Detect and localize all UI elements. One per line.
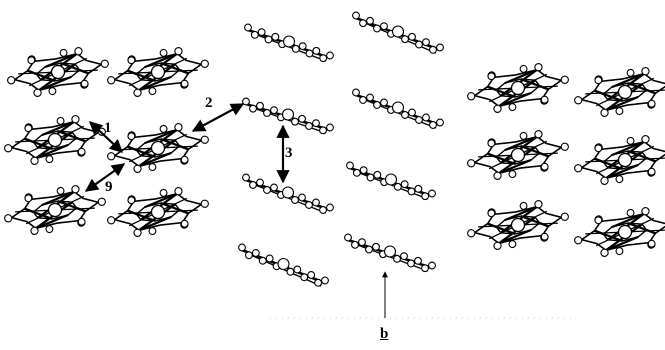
molecule-face-on <box>467 63 569 113</box>
molecule-face-on <box>107 47 209 97</box>
molecule-edge-on <box>352 11 444 54</box>
contact-arrow-1 <box>89 121 123 153</box>
molecule-face-on <box>467 200 569 250</box>
molecule-face-on <box>4 185 106 235</box>
molecule-edge-on <box>238 243 329 287</box>
molecule-edge-on <box>346 161 436 201</box>
molecule-edge-on <box>242 173 334 214</box>
molecule-edge-on <box>352 88 444 129</box>
molecule-face-on <box>574 67 665 117</box>
molecule-face-on <box>467 130 569 180</box>
contact-label-2: 2 <box>205 95 213 111</box>
molecule-edge-on <box>244 23 334 63</box>
molecule-face-on <box>7 47 109 97</box>
contact-label-1: 1 <box>104 120 112 136</box>
molecule-face-on <box>574 207 665 257</box>
molecule-edge-on <box>242 97 334 135</box>
axis-label-b: b <box>380 326 389 342</box>
molecule-face-on <box>574 135 665 185</box>
contact-label-3: 3 <box>285 145 293 161</box>
molecule-face-on <box>107 187 209 237</box>
contact-label-9: 9 <box>105 179 113 195</box>
molecule-face-on <box>107 123 209 173</box>
molecule-edge-on <box>344 233 436 273</box>
molecules-layer <box>4 11 665 287</box>
contact-arrow-9 <box>84 163 126 192</box>
molecule-face-on <box>4 115 106 165</box>
contact-arrow-2 <box>191 103 245 132</box>
